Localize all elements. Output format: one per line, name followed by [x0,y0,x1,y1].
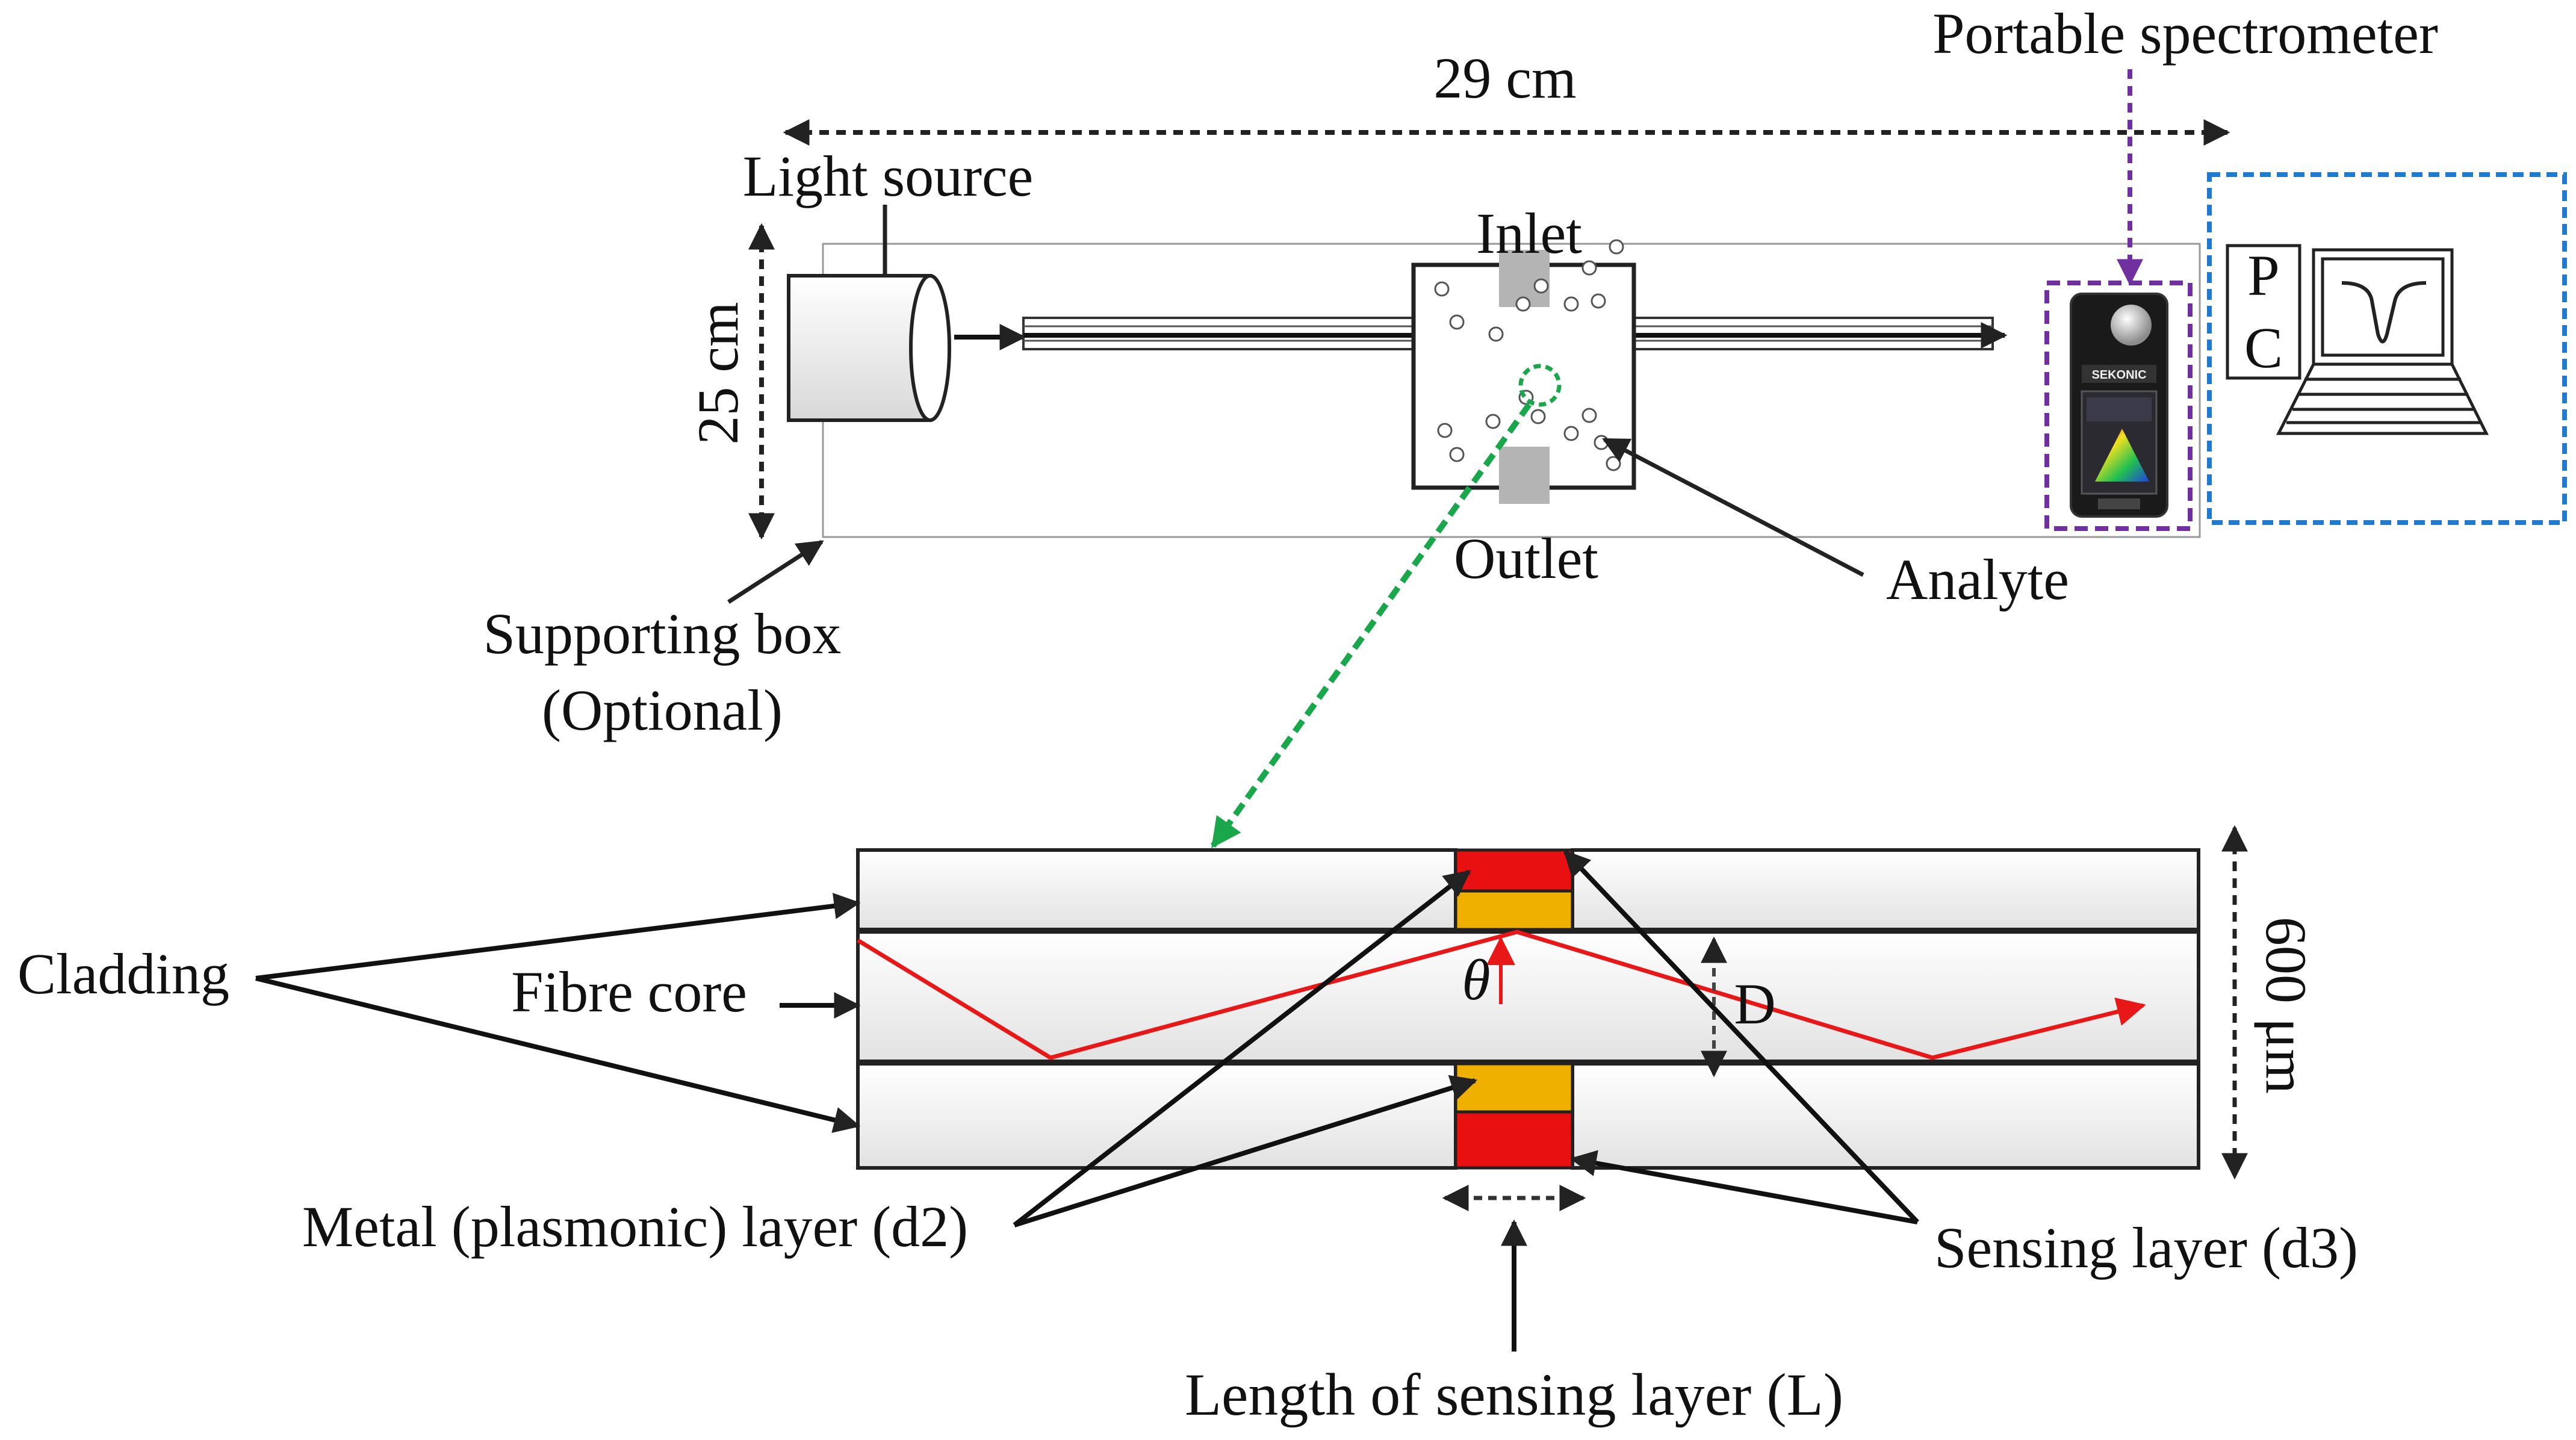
metal-layer-label: Metal (plasmonic) layer (d2) [302,1194,968,1259]
spectrometer-frame [2044,281,2193,531]
spectrometer-brand: SEKONIC [2091,368,2146,382]
analyte-particles [1434,239,1624,471]
pc-monitor [2312,248,2454,366]
analyte-pointer [1602,437,1864,577]
spectrometer-label: Portable spectrometer [1932,1,2438,66]
cladding-top-left [856,848,1457,931]
supporting-box-pointer [727,540,824,604]
pc-letter-p: P [2247,243,2279,308]
sensing-layer-pointer-bottom [1569,1150,1918,1224]
metal-layer-bottom [1454,1062,1574,1114]
fibre-core [856,930,2200,1063]
cladding-bottom-right [1571,1062,2200,1170]
height-dimension-label: 25 cm [686,302,750,444]
pc-keyboard [2276,362,2489,435]
fibre-core-label: Fibre core [511,960,747,1024]
length-label: Length of sensing layer (L) [1185,1361,1843,1428]
sensing-layer-bottom [1454,1110,1574,1170]
light-source-label: Light source [743,144,1034,208]
fibre-cross-section [856,848,2200,1170]
supporting-box-label: Supporting box [483,601,842,666]
light-source-cylinder [787,274,951,422]
thickness-label: 600 μm [2254,917,2318,1094]
cladding-label: Cladding [17,942,229,1006]
cladding-pointer-top [255,893,861,981]
cladding-pointer-bottom [255,976,861,1133]
inlet-label: Inlet [1476,201,1582,265]
metal-layer-pointer-top [1013,869,1471,1227]
sensing-layer-top [1454,848,1574,893]
theta-label: θ [1462,948,1490,1012]
light-ray [857,929,2146,1060]
metal-layer-pointer-bottom [1013,1075,1478,1227]
outlet-label: Outlet [1454,526,1598,591]
analyte-label: Analyte [1886,547,2069,612]
zoom-target-circle [1518,364,1562,407]
core-diameter-label: D [1734,972,1775,1036]
outlet-port [1499,447,1550,504]
pc-letter-c: C [2244,315,2283,380]
cladding-top-right [1571,848,2200,931]
metal-layer-top [1454,889,1574,931]
pc-tower [2226,244,2301,380]
pc-frame [2207,172,2567,525]
spectrometer-device: SEKONIC [2070,293,2168,518]
sensing-layer-label: Sensing layer (d3) [1934,1215,2358,1280]
supporting-box-note: (Optional) [542,678,783,742]
zoom-arrow [1210,403,1532,849]
width-dimension-label: 29 cm [1433,46,1576,110]
sensing-layer-pointer-top [1563,849,1919,1224]
